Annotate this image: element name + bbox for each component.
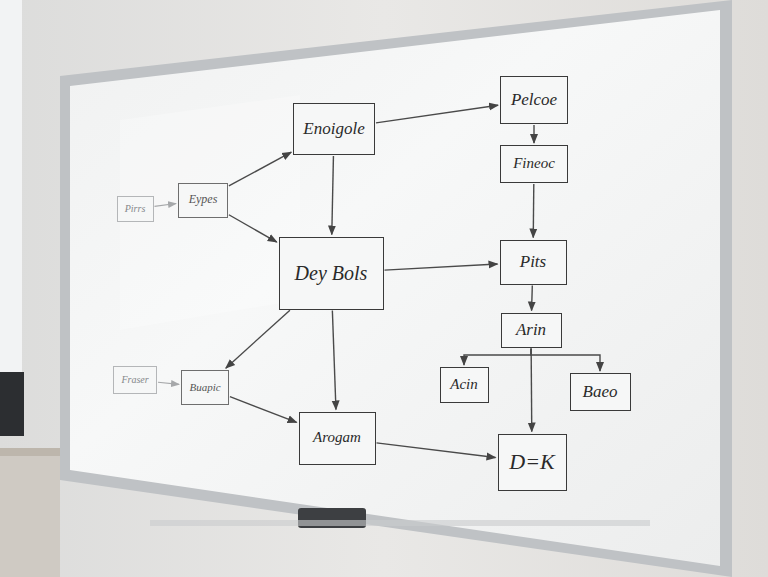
arrow-connector <box>376 443 495 458</box>
box-label: Baeo <box>583 382 618 402</box>
arrow-connector <box>230 397 297 423</box>
desk-edge <box>0 448 60 456</box>
box-label: Arogam <box>313 429 361 446</box>
process-box: Eypes <box>178 183 228 218</box>
process-box: Buapic <box>181 370 229 405</box>
box-label: D=K <box>509 449 554 474</box>
board-frame <box>60 0 732 577</box>
window-light <box>0 0 22 380</box>
arrow-connector <box>229 215 277 242</box>
process-box: Arogam <box>299 412 376 465</box>
arrow-connector <box>332 156 334 235</box>
box-label: Pirrs <box>125 203 146 215</box>
box-label: Arin <box>516 320 546 340</box>
arrow-connector <box>229 152 291 186</box>
box-label: Pelcoe <box>511 90 557 110</box>
arrow-connector <box>384 264 497 270</box>
process-box: Enoigole <box>293 103 375 155</box>
arrow-connector <box>158 382 179 384</box>
arrow-connector <box>226 310 290 368</box>
arrow-connector <box>530 349 532 432</box>
process-box: Fraser <box>113 366 157 394</box>
process-box: Baeo <box>570 373 631 411</box>
arrow-connector <box>376 105 498 123</box>
process-box: Pits <box>500 240 567 285</box>
arrow-connector <box>464 349 531 366</box>
arrow-connector <box>332 310 336 409</box>
process-box: D=K <box>498 434 567 491</box>
box-label: Acin <box>450 376 478 393</box>
arrow-connector <box>154 204 176 207</box>
box-label: Pits <box>520 252 546 272</box>
box-label: Enoigole <box>303 119 364 139</box>
box-label: Fineoc <box>513 155 555 172</box>
process-box: Arin <box>501 313 562 348</box>
box-label: Fraser <box>121 374 148 386</box>
desk <box>0 448 60 577</box>
box-label: Buapic <box>189 381 220 394</box>
process-box: Fineoc <box>500 145 568 183</box>
box-label: Dey Bols <box>295 262 368 285</box>
monitor <box>0 372 24 436</box>
box-label: Eypes <box>189 193 218 207</box>
arrow-connector <box>533 125 534 143</box>
process-box: Acin <box>440 367 489 403</box>
whiteboard <box>70 10 720 566</box>
process-box: Pelcoe <box>500 76 568 124</box>
arrow-connector <box>531 286 533 311</box>
marker-tray <box>150 520 650 526</box>
arrow-connector <box>533 184 535 238</box>
arrow-connector <box>531 349 600 372</box>
process-box: Pirrs <box>117 196 154 222</box>
process-box: Dey Bols <box>279 237 384 310</box>
